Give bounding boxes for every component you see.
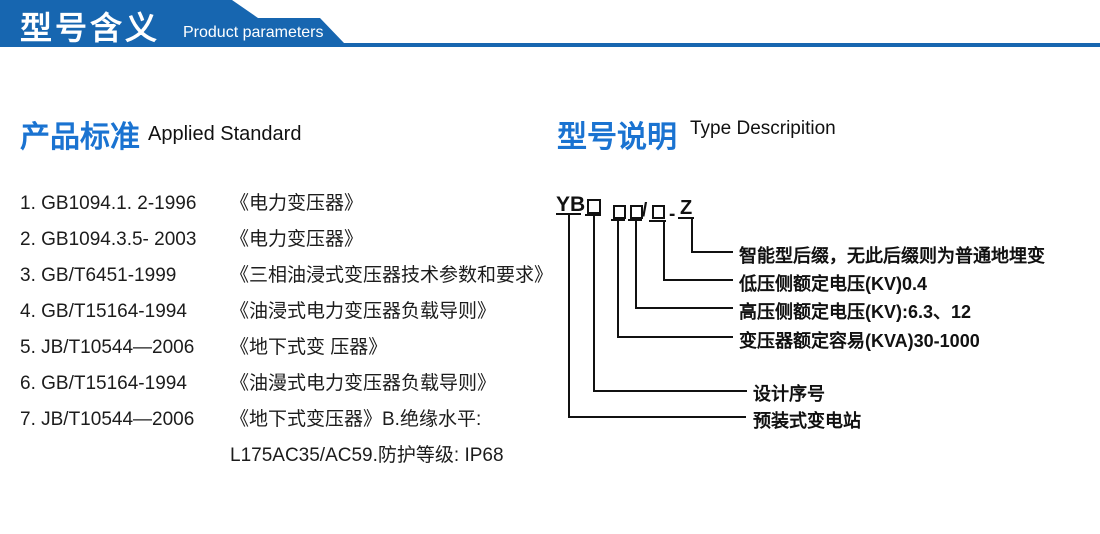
code-underline-yb [556,213,581,215]
model-label-kva-capacity: 变压器额定容易(KVA)30-1000 [739,331,980,351]
model-label-hv-voltage: 高压侧额定电压(KV):6.3、12 [739,302,972,322]
connector-hline-z [691,251,733,253]
standard-code: 1. GB1094.1. 2-1996 [20,193,197,214]
standard-desc: L175AC35/AC59.防护等级: IP68 [230,445,504,466]
page-title: 型号含义 [20,10,161,46]
standard-item: 1. GB1094.1. 2-1996 《电力变压器》 [20,186,550,222]
connector-hline-yb [568,416,746,418]
connector-vline-kva [617,221,619,338]
standard-desc: 《油漫式电力变压器负载导则》 [230,373,497,394]
code-underline-box3 [628,219,642,221]
standard-item: 6. GB/T15164-1994 《油漫式电力变压器负载导则》 [20,366,550,402]
model-code-box-kva [613,205,626,219]
applied-standard-heading-cn: 产品标准 [20,121,140,154]
standard-item: 4. GB/T15164-1994 《油浸式电力变压器负载导则》 [20,294,550,330]
standard-desc: 《电力变压器》 [230,229,364,250]
standard-item: 2. GB1094.3.5- 2003 《电力变压器》 [20,222,550,258]
connector-hline-hv [635,307,733,309]
model-code-slash: / [642,200,648,221]
standard-code: 2. GB1094.3.5- 2003 [20,229,197,250]
code-underline-z [678,217,694,219]
type-description-heading-cn: 型号说明 [557,121,677,154]
standard-item-continuation: L175AC35/AC59.防护等级: IP68 [20,438,550,474]
connector-vline-lv [663,222,665,281]
model-code-box-lv [652,205,665,219]
standard-desc: 《三相油浸式变压器技术参数和要求》 [230,265,554,286]
code-underline-box4 [649,220,666,222]
model-label-lv-voltage: 低压侧额定电压(KV)0.4 [739,274,928,294]
connector-vline-yb [568,215,570,418]
standard-desc: 《地下式变 压器》 [230,337,388,358]
type-description-heading-en: Type Descripition [690,118,836,139]
standard-desc: 《油浸式电力变压器负载导则》 [230,301,497,322]
model-label-prefab-substation: 预装式变电站 [753,411,861,431]
standards-list: 1. GB1094.1. 2-1996 《电力变压器》 2. GB1094.3.… [20,186,554,474]
connector-vline-z [691,219,693,253]
page-subtitle: Product parameters [183,24,324,41]
standard-code: 7. JB/T10544—2006 [20,409,195,430]
code-underline-box2 [611,219,625,221]
model-code-suffix: Z [680,197,693,219]
connector-hline-design [593,390,747,392]
standard-item: 7. JB/T10544—2006 《地下式变压器》B.绝缘水平: [20,402,550,438]
model-label-design-number: 设计序号 [753,384,825,404]
connector-vline-design [593,216,595,392]
model-code-box-hv [630,205,643,219]
model-code-prefix: YB [556,193,586,216]
header-banner [0,0,1100,47]
connector-hline-lv [663,279,733,281]
standard-item: 3. GB/T6451-1999 《三相油浸式变压器技术参数和要求》 [20,258,554,294]
code-underline-box1 [585,214,601,216]
standard-desc: 《地下式变压器》B.绝缘水平: [230,409,482,430]
standard-code: 3. GB/T6451-1999 [20,265,177,286]
connector-hline-kva [617,336,733,338]
standard-code-empty [20,438,230,474]
model-code-dash: - [669,204,676,225]
applied-standard-heading-en: Applied Standard [148,123,302,145]
standard-code: 6. GB/T15164-1994 [20,373,187,394]
standard-code: 5. JB/T10544—2006 [20,337,195,358]
model-label-smart-suffix: 智能型后缀，无此后缀则为普通地埋变 [739,246,1045,266]
connector-vline-hv [635,221,637,309]
model-code-box-design [587,199,601,214]
standard-desc: 《电力变压器》 [230,193,364,214]
standard-item: 5. JB/T10544—2006 《地下式变 压器》 [20,330,550,366]
standard-code: 4. GB/T15164-1994 [20,301,187,322]
